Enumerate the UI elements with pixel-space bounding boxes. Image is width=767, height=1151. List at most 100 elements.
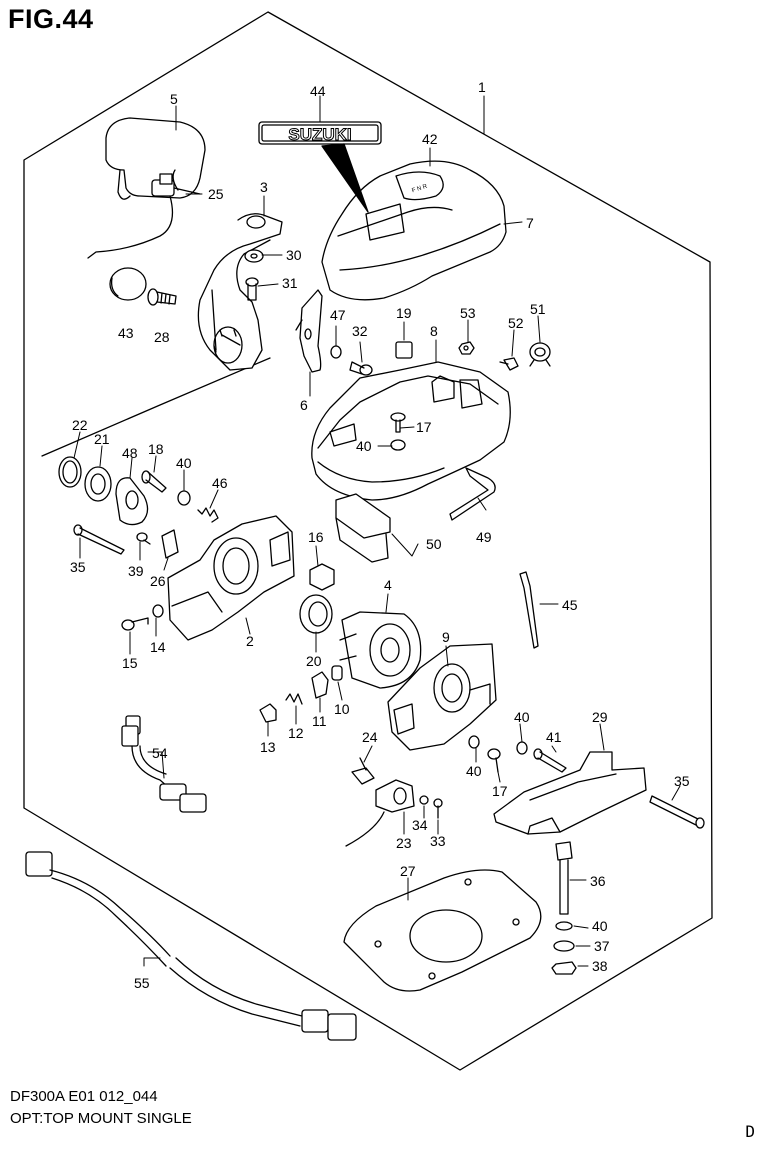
part-11-detent: [311, 671, 329, 699]
part-5-handle-grip: [105, 117, 206, 200]
emblem-text: SUZUKI: [288, 125, 351, 144]
callout-5: 5: [170, 91, 178, 107]
callout-30: 30: [286, 247, 302, 263]
callout-10: 10: [334, 701, 350, 717]
part-12-spring: [285, 693, 303, 705]
callout-52: 52: [508, 315, 524, 331]
part-22-snap-ring: [58, 456, 82, 488]
callout-46: 46: [212, 475, 228, 491]
callout-17b: 17: [492, 783, 508, 799]
part-24-switch-lever: [351, 757, 375, 785]
part-13-nut: [259, 703, 277, 723]
part-36-bolt: [555, 841, 573, 915]
part-17-screw-upper: [390, 412, 406, 433]
part-32-screw: [349, 361, 373, 376]
part-8-lower-housing: [311, 361, 511, 501]
callout-48: 48: [122, 445, 138, 461]
callout-40e: 40: [592, 918, 608, 934]
callout-19: 19: [396, 305, 412, 321]
part-43-cap: [109, 267, 147, 301]
part-20-bearing-ring: [299, 594, 333, 634]
part-40-washer-d: [516, 741, 528, 755]
emblem-pointer: [321, 143, 369, 213]
callout-26: 26: [150, 573, 166, 589]
callout-28: 28: [154, 329, 170, 345]
callout-35a: 35: [70, 559, 86, 575]
part-40-washer-a: [390, 439, 406, 451]
callout-42: 42: [422, 131, 438, 147]
callout-43: 43: [118, 325, 134, 341]
callout-41: 41: [546, 729, 562, 745]
option-label: OPT:TOP MOUNT SINGLE: [10, 1110, 192, 1127]
part-19-clip: [395, 341, 413, 359]
shift-pattern-text: F N R: [411, 184, 428, 195]
part-52-screw: [499, 357, 519, 371]
callout-17a: 17: [416, 419, 432, 435]
callout-25: 25: [208, 186, 224, 202]
callout-3: 3: [260, 179, 268, 195]
part-40-washer-c: [468, 735, 480, 749]
part-41-bolt: [533, 748, 567, 773]
part-16-slider: [309, 563, 335, 591]
callout-35b: 35: [674, 773, 690, 789]
part-54-harness: [121, 715, 207, 813]
callout-40c: 40: [514, 709, 530, 725]
part-14-washer: [152, 604, 164, 618]
callout-11: 11: [312, 713, 327, 729]
callout-34: 34: [412, 817, 428, 833]
part-15-screw: [121, 617, 149, 631]
callout-20: 20: [306, 653, 322, 669]
part-39-screw: [136, 532, 151, 545]
callout-labels: 1 2 3 4 5 6 7 8 9 10 11 12 13 14 15 16 1…: [70, 79, 690, 991]
callout-12: 12: [288, 725, 304, 741]
part-50-pads: [335, 493, 391, 563]
part-9-rear-housing: [387, 643, 497, 751]
assembly-boundary: [23, 11, 713, 1071]
callout-37: 37: [594, 938, 610, 954]
figure-title: FIG.44: [8, 4, 94, 34]
callout-32: 32: [352, 323, 368, 339]
callout-36: 36: [590, 873, 606, 889]
callout-18: 18: [148, 441, 164, 457]
part-46-spring: [197, 507, 219, 523]
callout-53: 53: [460, 305, 476, 321]
callout-54: 54: [152, 745, 168, 761]
part-4-cam-drum: [339, 611, 422, 689]
part-55-long-harness: [25, 851, 357, 1041]
callout-2: 2: [246, 633, 254, 649]
callout-47: 47: [330, 307, 346, 323]
part-25-connector: [87, 173, 201, 259]
callout-39: 39: [128, 563, 144, 579]
part-37-washer: [553, 940, 575, 952]
callout-38: 38: [592, 958, 608, 974]
part-6-bracket-strip: [295, 289, 323, 373]
callout-45: 45: [562, 597, 578, 613]
part-49-rod: [449, 467, 496, 521]
callout-27: 27: [400, 863, 416, 879]
part-10-pin: [331, 665, 343, 681]
callout-22: 22: [72, 417, 88, 433]
callout-50: 50: [426, 536, 442, 552]
part-47-washer: [330, 345, 342, 359]
callout-31: 31: [282, 275, 298, 291]
callout-49: 49: [476, 529, 492, 545]
part-21-washer: [84, 466, 112, 502]
leader-lines: [73, 95, 681, 967]
part-38-nut: [551, 961, 577, 975]
callout-33: 33: [430, 833, 446, 849]
callout-9: 9: [442, 629, 450, 645]
callout-51: 51: [530, 301, 546, 317]
callout-21: 21: [94, 431, 110, 447]
callout-55: 55: [134, 975, 150, 991]
part-35-long-bolt-left: [73, 524, 125, 555]
callout-40a: 40: [356, 438, 372, 454]
callout-1: 1: [478, 79, 486, 95]
callout-24: 24: [362, 729, 378, 745]
part-28-bolt: [147, 288, 177, 306]
callout-15: 15: [122, 655, 138, 671]
callout-40b: 40: [176, 455, 192, 471]
part-45-cable-tie: [519, 571, 539, 649]
part-26-bracket: [161, 529, 179, 559]
callout-7: 7: [526, 215, 534, 231]
